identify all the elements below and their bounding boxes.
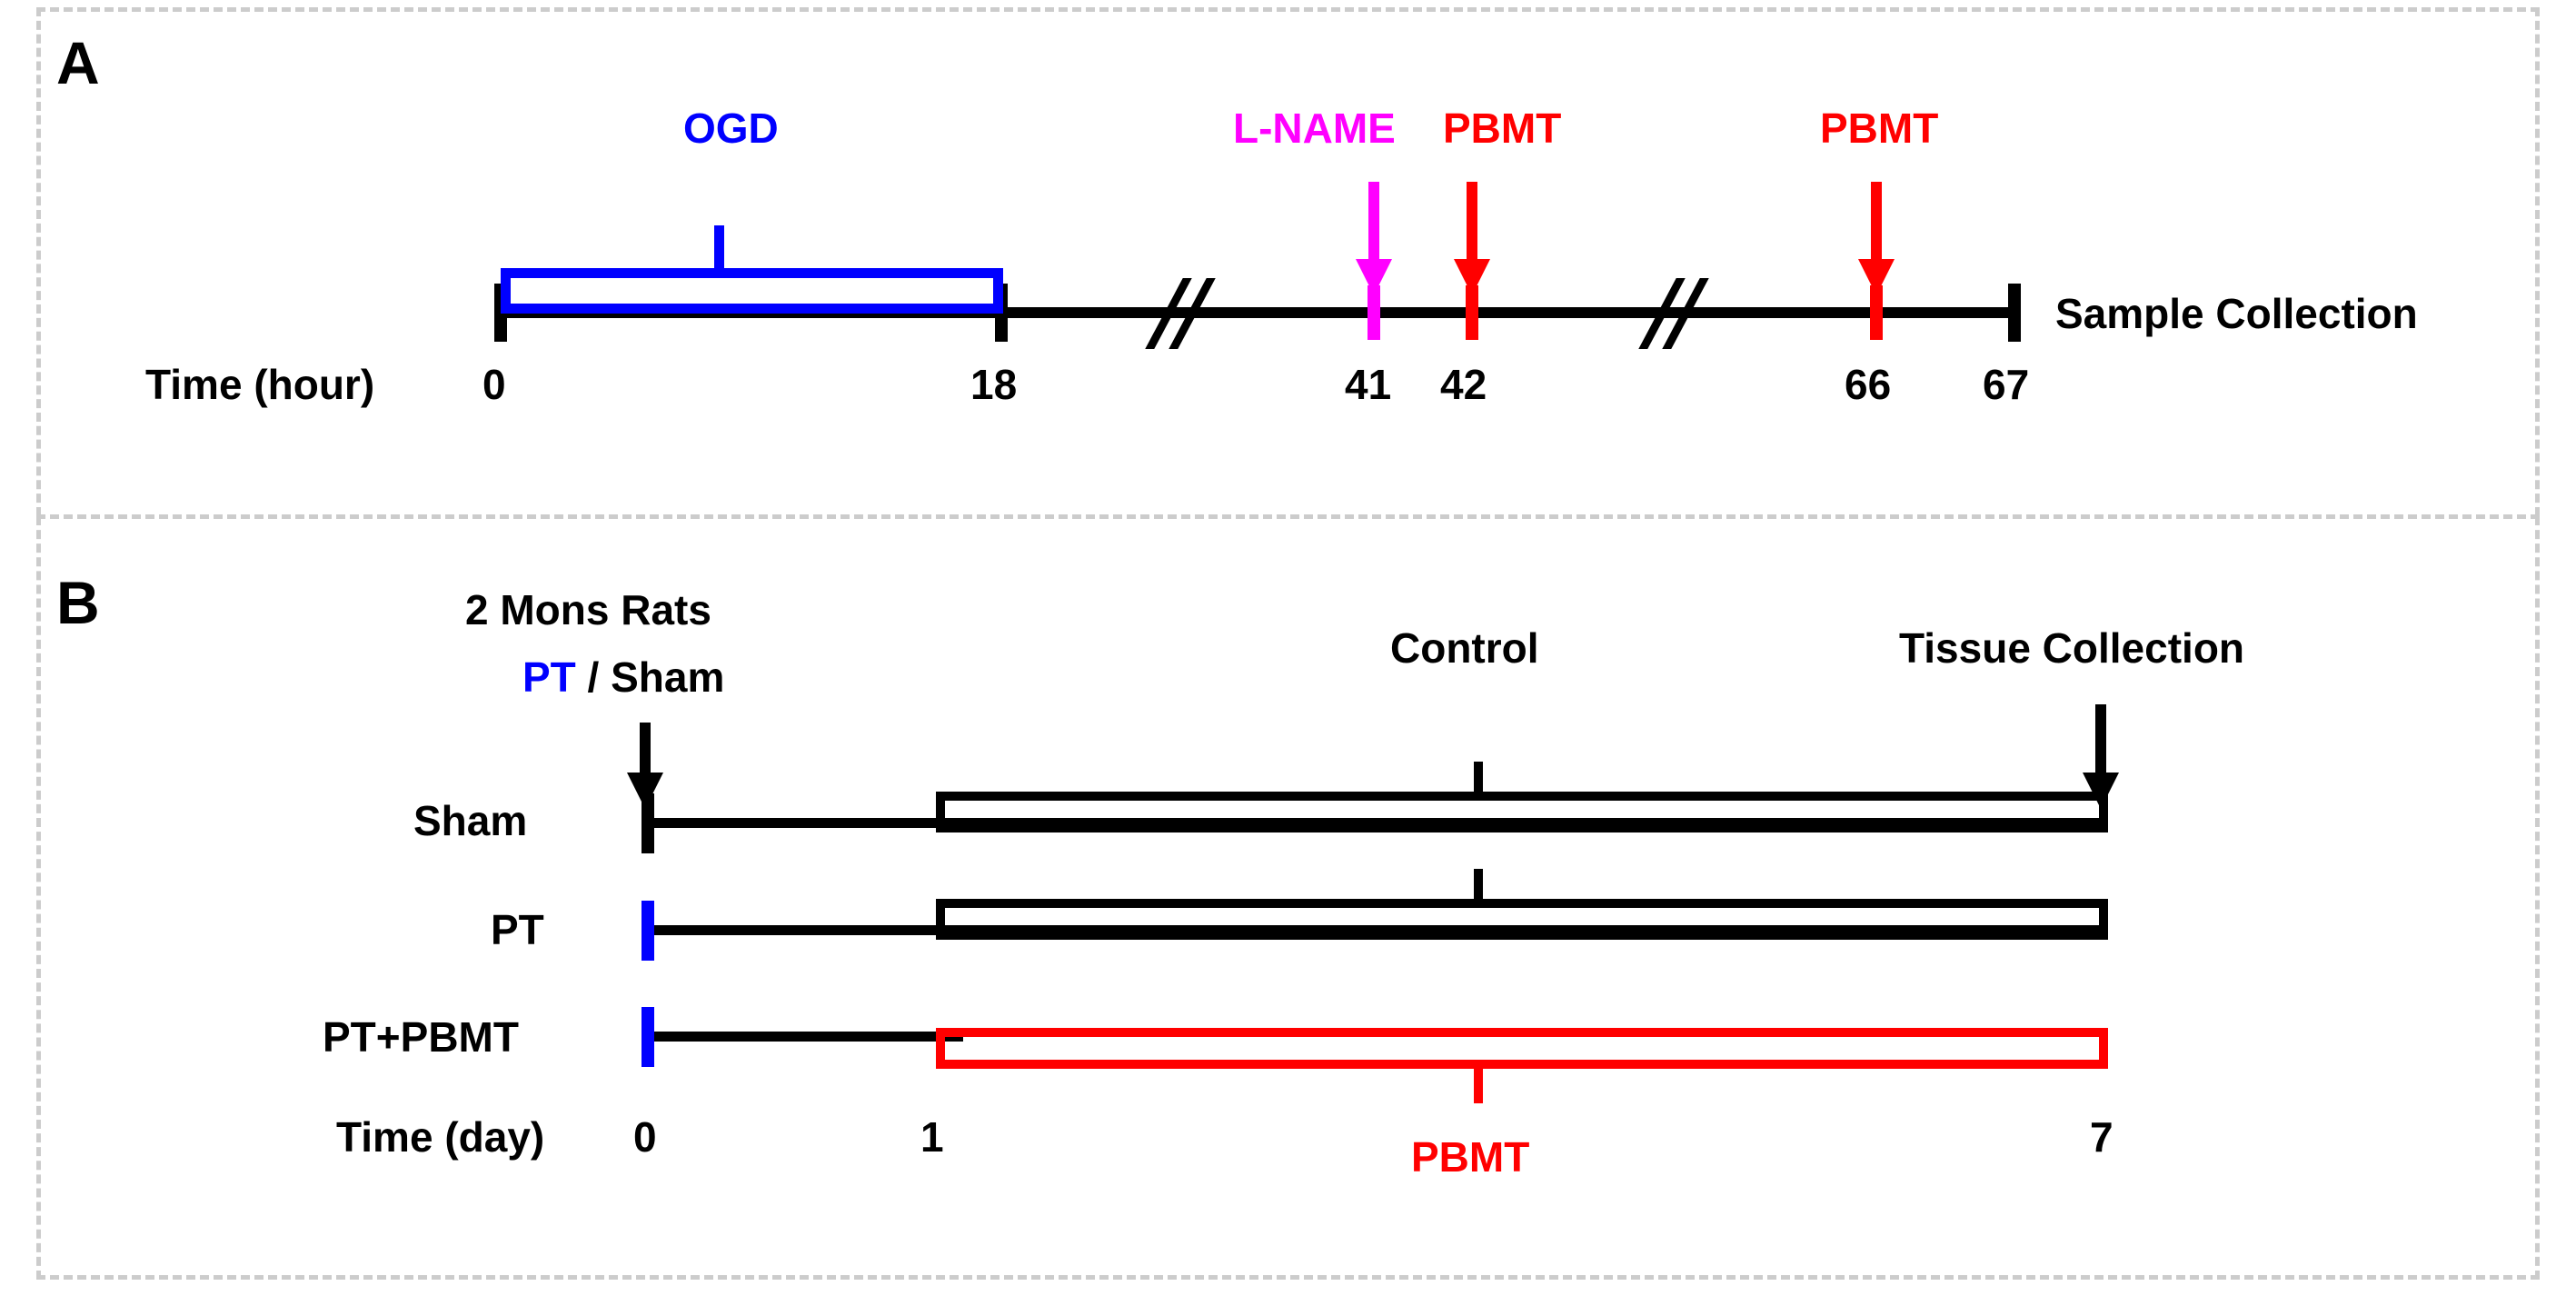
row-label-pt-pbmt: PT+PBMT [323, 1013, 519, 1061]
row-control-tick-pt [1474, 869, 1483, 905]
tick-label-0: 0 [482, 361, 506, 408]
event-label-lname: L-NAME [1233, 105, 1396, 152]
axis-tick-41 [1368, 285, 1380, 340]
panel-a-label: A [56, 29, 100, 96]
panel-b-frame [36, 516, 2540, 1280]
tick-label-41: 41 [1345, 361, 1392, 408]
arrow-pbmt-42 [1454, 182, 1490, 295]
row-start-tick-pt [642, 901, 654, 961]
event-label-ogd: OGD [683, 105, 779, 152]
row-label-pt: PT [491, 906, 544, 953]
panel-b-label: B [56, 569, 100, 636]
axis-tick-42 [1466, 285, 1478, 340]
tick-label-day-1: 1 [920, 1113, 944, 1161]
tick-label-66: 66 [1845, 361, 1892, 408]
row-label-sham: Sham [413, 797, 528, 844]
row-pbmt-tick [1474, 1063, 1483, 1103]
tissue-collection-label: Tissue Collection [1899, 624, 2245, 672]
row-line-pt-pbmt [645, 1032, 963, 1042]
header-group-separator: / [575, 653, 612, 701]
row-bracket-sham [936, 792, 2108, 832]
panel-a-frame [36, 7, 2540, 516]
tick-label-day-0: 0 [633, 1113, 657, 1161]
axis-break-1 [1145, 278, 1216, 349]
ogd-center-tick [714, 225, 724, 273]
arrow-lname [1356, 182, 1392, 295]
axis-label-b: Time (day) [336, 1113, 545, 1161]
header-group-sham-text: Sham [611, 653, 725, 701]
axis-label-a: Time (hour) [145, 361, 375, 408]
header-group-pt: PT / Sham [522, 656, 724, 698]
row-control-tick-sham [1474, 762, 1483, 798]
tick-label-18: 18 [970, 361, 1018, 408]
ogd-bracket [501, 268, 1003, 314]
axis-tick-67 [2008, 284, 2021, 342]
arrow-pbmt-66 [1858, 182, 1895, 295]
row-start-tick-pt-pbmt [642, 1007, 654, 1067]
pbmt-label-b: PBMT [1411, 1133, 1530, 1181]
sample-collection-label: Sample Collection [2055, 290, 2418, 337]
header-cohort-label: 2 Mons Rats [465, 586, 711, 633]
axis-break-2 [1638, 278, 1709, 349]
tick-label-day-7: 7 [2090, 1113, 2114, 1161]
row-start-tick-sham [642, 793, 654, 853]
event-label-pbmt-66: PBMT [1820, 105, 1939, 152]
axis-tick-66 [1870, 285, 1883, 340]
tick-label-67: 67 [1983, 361, 2030, 408]
arrow-tissue-collection [2083, 704, 2119, 809]
control-label: Control [1390, 624, 1539, 672]
header-group-pt-text: PT [522, 653, 576, 701]
row-line-sham [645, 818, 2108, 828]
row-bracket-pt-pbmt [936, 1028, 2108, 1069]
row-bracket-pt [936, 899, 2108, 940]
tick-label-42: 42 [1440, 361, 1487, 408]
row-line-pt [645, 925, 2108, 935]
event-label-pbmt-42: PBMT [1443, 105, 1562, 152]
panel-divider [36, 514, 2540, 519]
